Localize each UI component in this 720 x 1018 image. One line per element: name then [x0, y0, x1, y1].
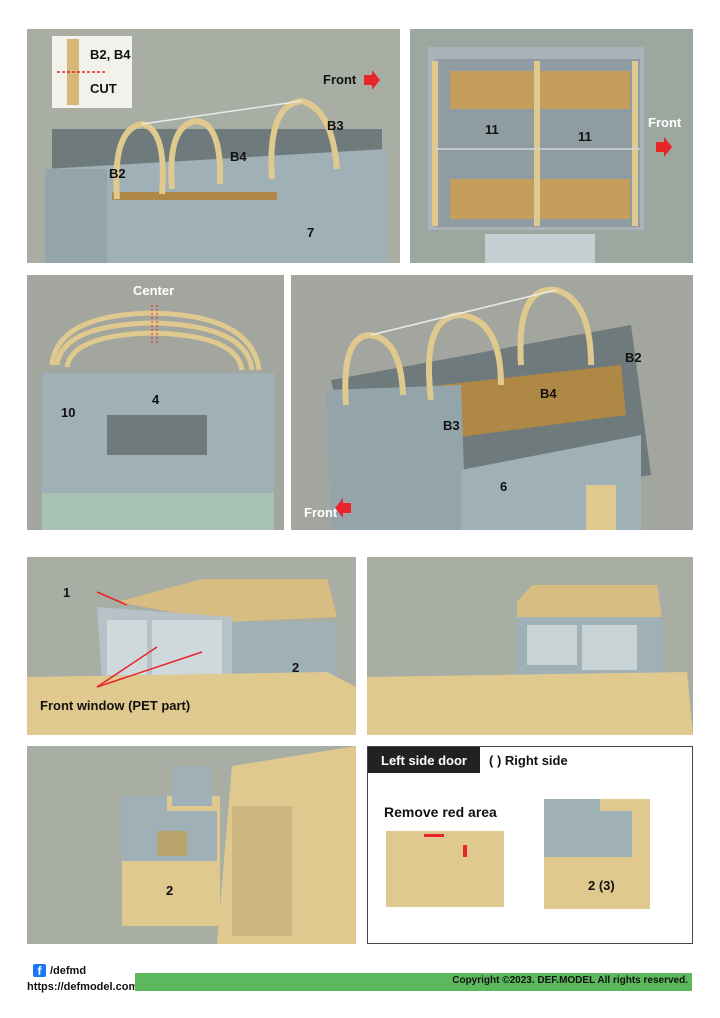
photo-rear-center: Center 4 10: [27, 275, 284, 530]
photo-door-open: 2: [27, 746, 356, 944]
front-label: Front: [304, 505, 338, 520]
part-label-2-3: 2 (3): [588, 878, 615, 893]
part-label-10: 10: [61, 405, 76, 420]
center-label: Center: [133, 283, 175, 298]
door-detail-box: Left side door ( ) Right side Remove red…: [367, 746, 693, 944]
part-label-b3: B3: [327, 118, 344, 133]
part-label-2: 2: [166, 883, 174, 898]
part-label-11-left: 11: [485, 122, 499, 137]
part-label-b4: B4: [540, 386, 557, 401]
inset-label-cut: CUT: [90, 81, 117, 96]
footer-bar: [135, 973, 692, 991]
photo-cab-side: [367, 557, 693, 735]
arrow-right-icon: [656, 137, 672, 157]
front-label: Front: [323, 72, 357, 87]
photo-bed-angle: B2 B4 B3 6 Front: [291, 275, 693, 530]
header-right-side-label: ( ) Right side: [489, 753, 568, 768]
header-left-door: [368, 747, 480, 773]
part-label-b3: B3: [443, 418, 460, 433]
arrow-right-icon: [364, 70, 380, 90]
part-label-2: 2: [292, 660, 300, 675]
part-label-7: 7: [307, 225, 315, 240]
facebook-handle[interactable]: /defmd: [50, 965, 87, 977]
photo-cab-front: 1 2 Front window (PET part): [27, 557, 356, 735]
part-label-1: 1: [63, 585, 71, 600]
instruction-remove-red: Remove red area: [384, 804, 497, 820]
part-label-b4: B4: [230, 149, 247, 164]
arrow-left-icon: [335, 498, 351, 518]
front-label: Front: [648, 115, 682, 130]
part-label-4: 4: [152, 392, 160, 407]
inset-label-parts: B2, B4: [90, 47, 131, 62]
caption-front-window: Front window (PET part): [40, 698, 191, 713]
part-label-b2: B2: [109, 166, 126, 181]
photo-rear-bows: B2, B4 CUT Front B3 B4 B2 7: [27, 29, 400, 263]
website-link[interactable]: https://defmodel.com: [27, 981, 139, 993]
copyright-text: Copyright ©2023. DEF.MODEL All rights re…: [452, 975, 688, 986]
part-label-b2: B2: [625, 350, 642, 365]
facebook-icon[interactable]: f: [33, 964, 46, 978]
part-label-11-right: 11: [578, 129, 592, 144]
part-label-6: 6: [500, 479, 508, 494]
header-left-door-label: Left side door: [381, 753, 467, 768]
photo-top-view: Front 11 11: [410, 29, 693, 263]
